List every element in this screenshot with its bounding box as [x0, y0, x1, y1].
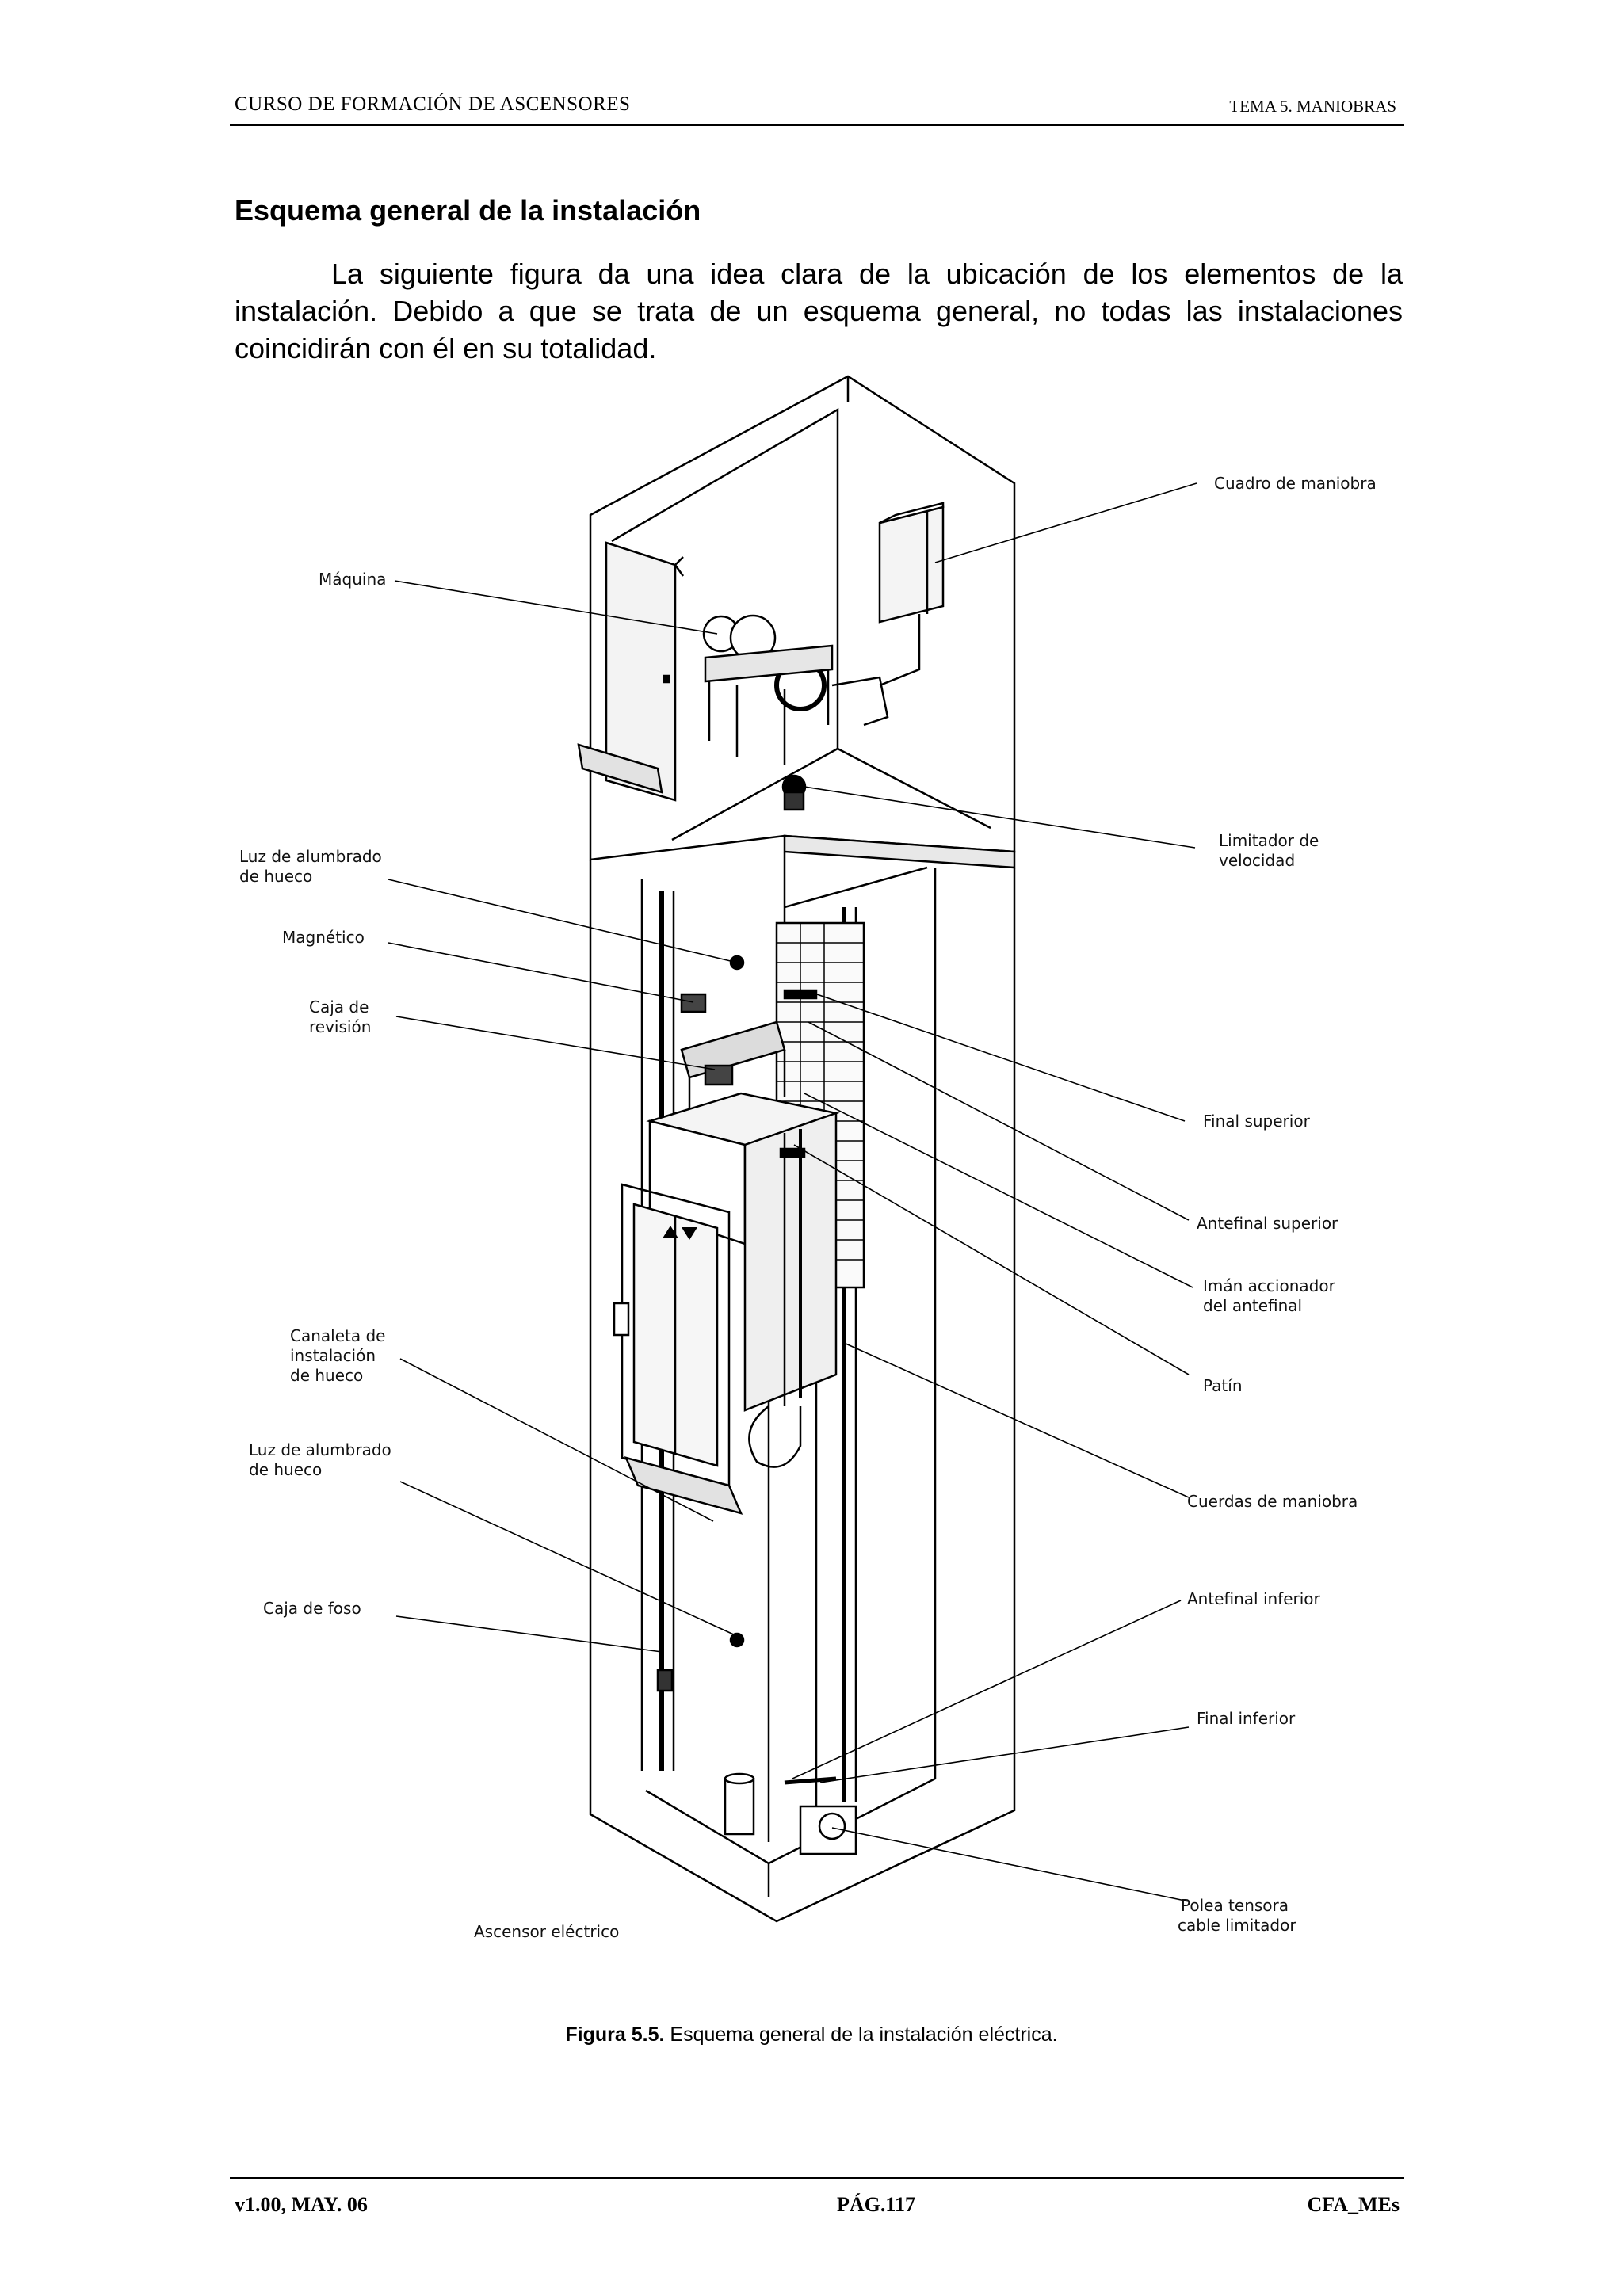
- label-ascensor-electrico: Ascensor eléctrico: [474, 1922, 619, 1941]
- label-polea-line1: Polea tensora: [1181, 1896, 1289, 1915]
- label-antefinal-inferior: Antefinal inferior: [1187, 1589, 1321, 1608]
- header-chapter: TEMA 5. MANIOBRAS: [1229, 97, 1396, 116]
- label-cuerdas-maniobra: Cuerdas de maniobra: [1187, 1492, 1358, 1511]
- label-luz-hueco-inferior-line1: Luz de alumbrado: [249, 1440, 391, 1459]
- label-luz-hueco-superior-line1: Luz de alumbrado: [239, 847, 382, 866]
- label-canaleta-line3: de hueco: [290, 1366, 363, 1385]
- footer-rule: [230, 2177, 1404, 2179]
- shaft-drawing: [577, 375, 1016, 1923]
- figure-caption-label: Figura 5.5.: [565, 2023, 665, 2046]
- label-final-superior: Final superior: [1203, 1112, 1311, 1131]
- intro-paragraph: La siguiente figura da una idea clara de…: [235, 257, 1403, 364]
- footer-page-number: PÁG.117: [837, 2193, 915, 2216]
- label-limitador-line1: Limitador de: [1219, 831, 1319, 850]
- label-caja-revision-line2: revisión: [309, 1017, 371, 1036]
- leader-lines: [388, 482, 1197, 1902]
- label-caja-revision-line1: Caja de: [309, 997, 369, 1016]
- label-luz-hueco-inferior-line2: de hueco: [249, 1460, 322, 1479]
- label-limitador-line2: velocidad: [1219, 851, 1295, 870]
- label-patin: Patín: [1203, 1376, 1243, 1395]
- figure-caption: Figura 5.5. Esquema general de la instal…: [0, 2023, 1623, 2046]
- label-luz-hueco-superior-line2: de hueco: [239, 867, 312, 886]
- label-iman-line2: del antefinal: [1203, 1296, 1302, 1315]
- label-canaleta-line1: Canaleta de: [290, 1326, 385, 1345]
- footer-version: v1.00, MAY. 06: [235, 2193, 368, 2216]
- label-caja-foso: Caja de foso: [263, 1599, 361, 1618]
- figure-caption-text: Esquema general de la instalación eléctr…: [664, 2023, 1058, 2046]
- label-antefinal-superior: Antefinal superior: [1197, 1214, 1338, 1233]
- elevator-schematic-figure: Cuadro de maniobra Máquina Limitador de …: [239, 375, 1377, 1941]
- section-title: Esquema general de la instalación: [235, 194, 701, 227]
- label-cuadro-maniobra: Cuadro de maniobra: [1214, 474, 1377, 493]
- footer-doc-code: CFA_MEs: [1307, 2193, 1400, 2216]
- figure-labels: Cuadro de maniobra Máquina Limitador de …: [239, 474, 1377, 1941]
- label-polea-line2: cable limitador: [1178, 1916, 1296, 1935]
- label-magnetico: Magnético: [282, 928, 365, 947]
- header-course-title: CURSO DE FORMACIÓN DE ASCENSORES: [235, 93, 631, 115]
- label-maquina: Máquina: [319, 570, 386, 589]
- header-rule: [230, 124, 1404, 126]
- label-canaleta-line2: instalación: [290, 1346, 376, 1365]
- label-iman-line1: Imán accionador: [1203, 1276, 1336, 1295]
- label-final-inferior: Final inferior: [1197, 1709, 1296, 1728]
